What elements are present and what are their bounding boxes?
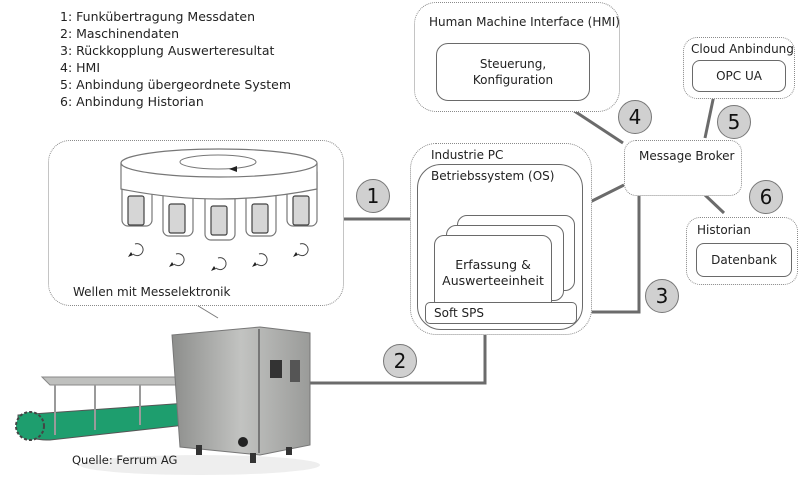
datenbank-box[interactable]: Datenbank xyxy=(696,243,792,277)
message-broker-box[interactable]: Message Broker xyxy=(624,140,742,196)
hmi-group: Human Machine Interface (HMI) Steuerung,… xyxy=(414,2,620,112)
sensor xyxy=(292,195,310,226)
legend-item: 2: Maschinendaten xyxy=(60,26,180,41)
rotate-arrow-icon xyxy=(173,253,185,267)
historian-group: Historian Datenbank xyxy=(686,217,798,285)
hmi-title: Human Machine Interface (HMI) xyxy=(429,15,620,29)
industrie-pc-title: Industrie PC xyxy=(431,148,504,162)
hmi-control-line1: Steuerung, xyxy=(479,57,547,71)
sensor xyxy=(251,203,269,234)
industrie-pc-group: Industrie PC Betriebssystem (OS) Erfassu… xyxy=(410,143,592,335)
machine-source: Quelle: Ferrum AG xyxy=(72,453,178,467)
rotate-arrow-icon xyxy=(297,243,309,257)
badge-2: 2 xyxy=(383,344,417,378)
badge-1: 1 xyxy=(356,179,390,213)
machine-illustration xyxy=(15,326,320,475)
legend-item: 4: HMI xyxy=(60,60,101,75)
rotation-indicator xyxy=(179,154,257,170)
opc-ua-label: OPC UA xyxy=(716,69,762,83)
connection-3 xyxy=(576,194,641,314)
legend-item: 1: Funkübertragung Messdaten xyxy=(60,9,256,24)
hmi-control-box[interactable]: Steuerung, Konfiguration xyxy=(436,43,590,101)
sensor xyxy=(210,205,228,236)
badge-4: 4 xyxy=(618,100,652,134)
connection-2 xyxy=(310,322,487,385)
erfassung-auswerteeinheit-box[interactable]: Erfassung & Auswerteeinheit xyxy=(434,235,552,311)
badge-6: 6 xyxy=(749,180,783,214)
rotate-arrow-icon xyxy=(132,243,144,257)
hmi-control-line2: Konfiguration xyxy=(472,73,554,87)
rotary-shafts-illustration xyxy=(120,148,318,271)
unit-line1: Erfassung & xyxy=(455,257,531,272)
os-title: Betriebssystem (OS) xyxy=(431,169,555,183)
sensor xyxy=(168,203,186,234)
cloud-group: Cloud Anbindung OPC UA xyxy=(683,37,795,99)
datenbank-label: Datenbank xyxy=(711,253,777,267)
cloud-title: Cloud Anbindung xyxy=(691,42,794,56)
legend-item: 3: Rückkopplung Auswerteresultat xyxy=(60,43,275,58)
shafts-caption: Wellen mit Messelektronik xyxy=(73,285,231,299)
rotor-disk-top xyxy=(120,148,318,178)
sensor xyxy=(127,195,145,226)
rotate-arrow-icon xyxy=(256,253,268,267)
legend-item: 5: Anbindung übergeordnete System xyxy=(60,77,292,92)
legend: 1: Funkübertragung Messdaten 2: Maschine… xyxy=(60,8,291,110)
os-box: Betriebssystem (OS) Erfassung & Auswerte… xyxy=(417,164,583,330)
legend-item: 6: Anbindung Historian xyxy=(60,94,204,109)
historian-title: Historian xyxy=(697,223,751,237)
badge-5: 5 xyxy=(717,105,751,139)
soft-sps-box[interactable]: Soft SPS xyxy=(425,302,577,324)
connection-6 xyxy=(703,193,726,215)
badge-3: 3 xyxy=(645,279,679,313)
rotate-arrow-icon xyxy=(215,257,227,271)
arrow-icon xyxy=(229,166,237,172)
unit-line2: Auswerteeinheit xyxy=(442,273,544,288)
opc-ua-box[interactable]: OPC UA xyxy=(692,60,786,92)
connection-5 xyxy=(703,94,716,139)
broker-title: Message Broker xyxy=(639,149,735,163)
soft-sps-label: Soft SPS xyxy=(434,306,484,320)
shafts-group: Wellen mit Messelektronik xyxy=(48,140,344,306)
callout-line xyxy=(194,303,219,319)
